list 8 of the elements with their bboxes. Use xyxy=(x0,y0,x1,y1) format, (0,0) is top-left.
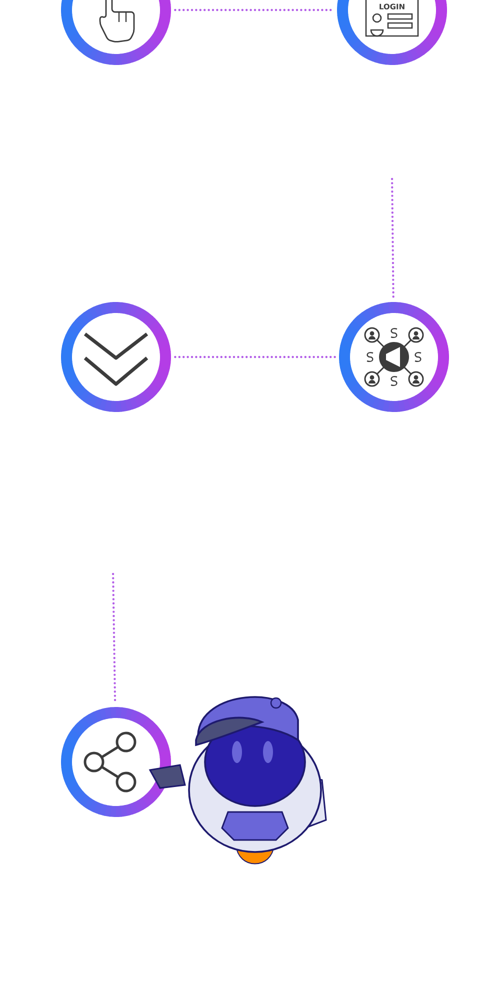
dotted-line xyxy=(174,356,336,358)
icon-circle xyxy=(61,707,171,817)
icon-circle xyxy=(61,0,171,65)
icon-circle xyxy=(61,302,171,412)
dotted-line xyxy=(174,8,334,12)
dotted-line xyxy=(112,572,116,704)
icon-circle xyxy=(339,302,449,412)
dotted-line xyxy=(390,178,394,299)
